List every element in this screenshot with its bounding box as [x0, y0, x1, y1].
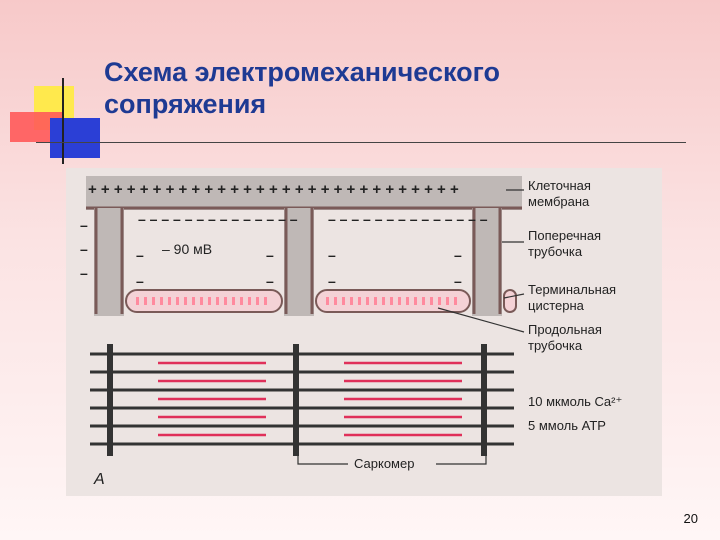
svg-text:–: – [266, 247, 274, 263]
excitation-contraction-diagram: + + + + + + + + + + + + + + + + + + + + … [66, 168, 662, 496]
cistern-label-line-1: Терминальная [528, 282, 616, 297]
longitudinal-label-line-1: Продольная [528, 322, 602, 337]
myofilaments [90, 344, 514, 456]
membrane-label-line-1: Клеточная [528, 178, 591, 193]
sarcomere-label: Саркомер [354, 456, 414, 471]
svg-text:–: – [80, 241, 88, 257]
calcium-label: 10 мкмоль Ca²⁺ [528, 394, 622, 409]
terminal-cisterns [126, 290, 516, 312]
page-number: 20 [684, 511, 698, 526]
svg-text:– – – – – – – – – – – – – –: – – – – – – – – – – – – – – [328, 211, 488, 227]
longitudinal-label-line-2: трубочка [528, 338, 583, 353]
decorative-blue-square [50, 118, 100, 158]
svg-text:–: – [136, 273, 144, 289]
t-tubule-label-line-2: трубочка [528, 244, 583, 259]
minus-charges: – – – – – – – – – – – – – – – – – – – – … [80, 211, 488, 289]
atp-label: 5 ммоль ATP [528, 418, 606, 433]
t-tubule-left [94, 208, 124, 316]
slide-title: Схема электромеханического сопряжения [104, 56, 500, 120]
svg-text:–: – [136, 247, 144, 263]
svg-text:–: – [454, 273, 462, 289]
decorative-vertical-line [62, 78, 64, 164]
svg-text:–: – [328, 273, 336, 289]
t-tubule-label-line-1: Поперечная [528, 228, 601, 243]
cistern-label-line-2: цистерна [528, 298, 585, 313]
title-line-2: сопряжения [104, 89, 266, 119]
svg-text:–: – [328, 247, 336, 263]
title-line-1: Схема электромеханического [104, 57, 500, 87]
title-underline [36, 142, 686, 143]
membrane-label-line-2: мембрана [528, 194, 590, 209]
svg-text:–: – [80, 217, 88, 233]
membrane-plus-charges: + + + + + + + + + + + + + + + + + + + + … [88, 181, 459, 198]
svg-text:– – – – – – – – – – – – – –: – – – – – – – – – – – – – – [138, 211, 298, 227]
panel-letter: A [93, 471, 105, 488]
membrane-potential-label: – 90 мВ [162, 241, 212, 257]
svg-text:–: – [454, 247, 462, 263]
svg-text:–: – [266, 273, 274, 289]
svg-text:–: – [80, 265, 88, 281]
